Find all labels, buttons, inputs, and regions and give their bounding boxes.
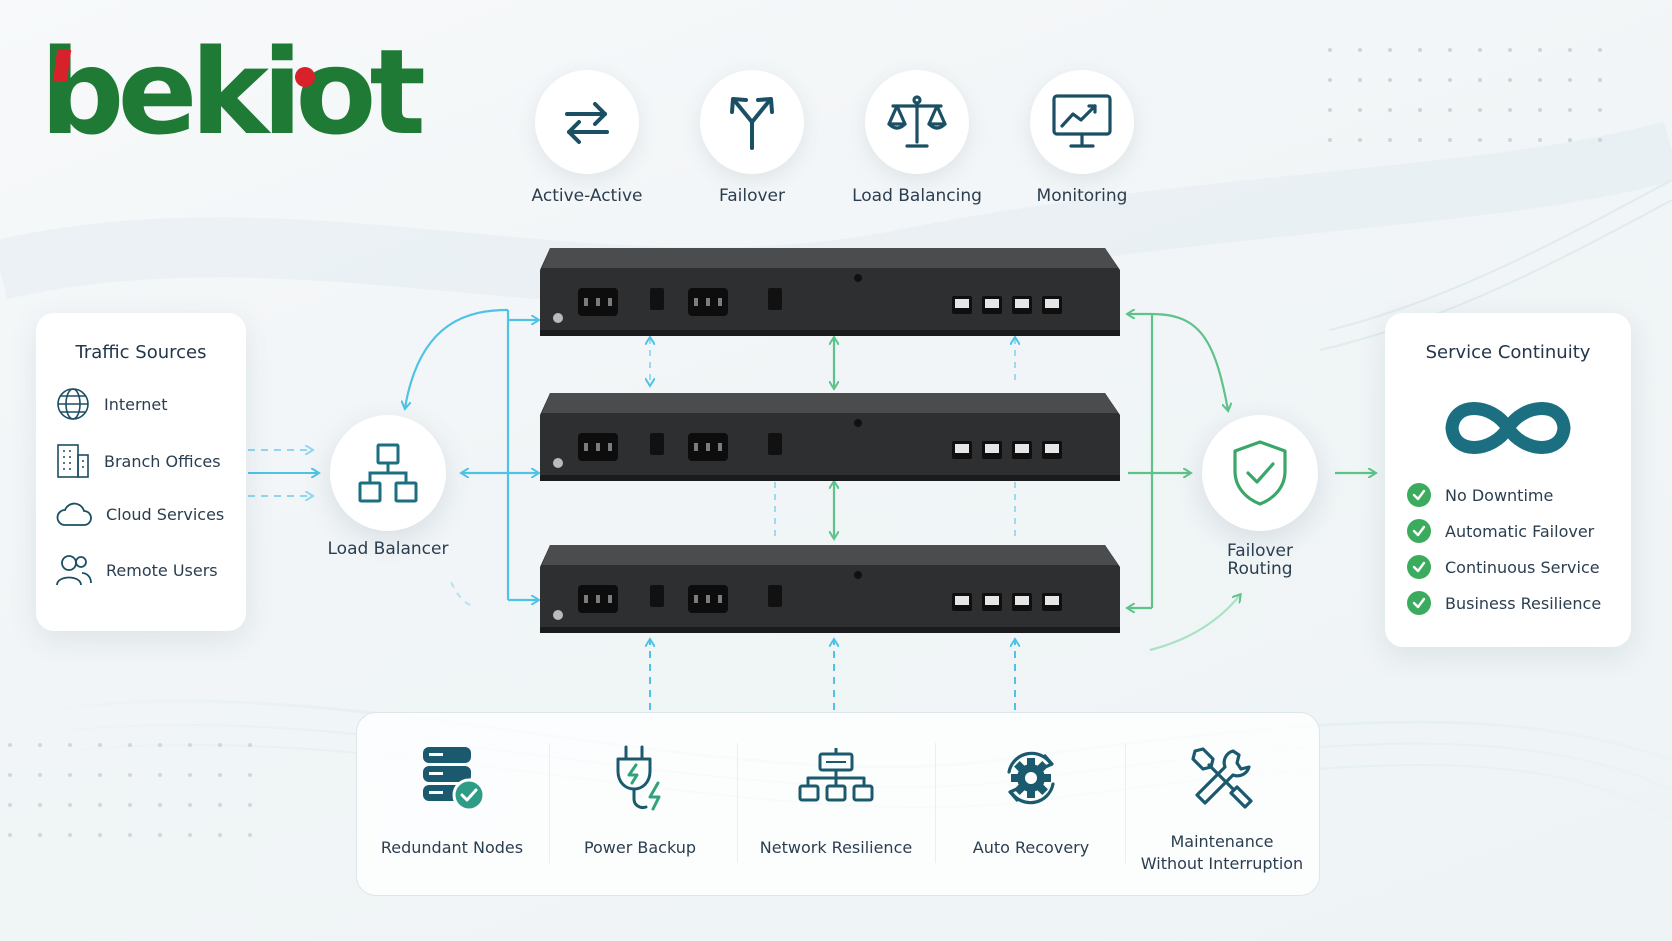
- divider: [549, 743, 550, 863]
- source-label: Remote Users: [106, 560, 218, 580]
- source-label: Branch Offices: [104, 451, 221, 471]
- feature-network-resilience: Network Resilience: [741, 733, 931, 859]
- gear-refresh-icon: [1007, 751, 1055, 805]
- failover-routing-label: Failover Routing: [1190, 542, 1330, 578]
- monitor-chart-icon: [1030, 70, 1134, 174]
- feature-redundant-nodes: Redundant Nodes: [357, 733, 547, 859]
- infinity-icon: [1445, 402, 1571, 454]
- source-branch-offices: Branch Offices: [56, 443, 221, 479]
- scales-icon: [865, 70, 969, 174]
- fork-arrows-icon: [700, 70, 804, 174]
- failover-routing-node: [1202, 415, 1318, 531]
- plug-bolt-icon: [616, 745, 661, 811]
- logo-red-dot: [295, 67, 315, 87]
- network-nodes-icon: [798, 748, 874, 802]
- server-node-1: [540, 248, 1120, 336]
- check-icon: [1407, 591, 1431, 615]
- continuity-item-no-downtime: No Downtime: [1407, 483, 1553, 507]
- continuity-item-label: Continuous Service: [1445, 557, 1600, 577]
- hierarchy-icon: [358, 443, 418, 503]
- bottom-feature-label: Redundant Nodes: [380, 838, 524, 857]
- source-label: Cloud Services: [106, 504, 225, 524]
- resilience-features-panel: Redundant Nodes Power Backup: [356, 712, 1320, 896]
- check-icon: [1407, 483, 1431, 507]
- divider: [935, 743, 936, 863]
- check-icon: [1407, 555, 1431, 579]
- building-icon: [57, 444, 89, 478]
- dot-pattern-top-right: [1328, 48, 1602, 142]
- bottom-feature-label: Network Resilience: [759, 838, 913, 857]
- feature-active-active: Active-Active: [502, 70, 672, 206]
- continuity-item-business-resilience: Business Resilience: [1407, 591, 1601, 615]
- dot-pattern-bottom-left: [8, 743, 252, 837]
- feature-label: Monitoring: [1036, 186, 1128, 206]
- feature-label: Load Balancing: [852, 186, 982, 206]
- continuity-item-label: No Downtime: [1445, 485, 1554, 505]
- globe-icon: [57, 388, 89, 420]
- feature-monitoring: Monitoring: [997, 70, 1167, 206]
- maintenance-label-line2: Without Interruption: [1140, 854, 1304, 873]
- wrench-screwdriver-icon: [1191, 747, 1253, 809]
- shield-check-icon: [1233, 440, 1287, 506]
- load-balancer-node: [330, 415, 446, 531]
- feature-failover: Failover: [667, 70, 837, 206]
- feature-label: Active-Active: [531, 186, 643, 206]
- continuity-item-label: Business Resilience: [1445, 593, 1602, 613]
- bottom-feature-label: Auto Recovery: [972, 838, 1090, 857]
- divider: [737, 743, 738, 863]
- continuity-item-label: Automatic Failover: [1445, 521, 1595, 541]
- feature-auto-recovery: Auto Recovery: [936, 733, 1126, 859]
- bekiot-logo: bekiot: [40, 33, 426, 160]
- traffic-sources-title: Traffic Sources: [75, 342, 207, 363]
- arrows-swap-icon: [535, 70, 639, 174]
- database-check-icon: [423, 747, 486, 812]
- traffic-sources-card: Traffic Sources Internet Branch Offices …: [36, 313, 246, 631]
- server-node-3: [540, 545, 1120, 633]
- continuity-item-continuous-service: Continuous Service: [1407, 555, 1600, 579]
- failover-routing-label-line1: Failover: [1227, 541, 1293, 561]
- logo-wordmark: bekiot: [40, 23, 426, 161]
- users-icon: [56, 555, 92, 586]
- source-cloud-services: Cloud Services: [56, 499, 224, 529]
- service-continuity-card: Service Continuity No Downtime Automatic…: [1385, 313, 1631, 647]
- feature-label: Failover: [719, 186, 785, 206]
- check-icon: [1407, 519, 1431, 543]
- feature-maintenance: Maintenance Without Interruption: [1127, 733, 1317, 875]
- divider: [1125, 743, 1126, 863]
- bottom-feature-label: Maintenance Without Interruption: [1127, 831, 1317, 875]
- server-node-2: [540, 393, 1120, 481]
- feature-load-balancing: Load Balancing: [832, 70, 1002, 206]
- service-continuity-title: Service Continuity: [1425, 342, 1591, 363]
- cloud-icon: [56, 502, 92, 526]
- bottom-feature-label: Power Backup: [583, 838, 697, 857]
- maintenance-label-line1: Maintenance: [1170, 832, 1274, 851]
- failover-routing-label-line2: Routing: [1227, 559, 1293, 579]
- continuity-item-automatic-failover: Automatic Failover: [1407, 519, 1594, 543]
- load-balancer-label: Load Balancer: [327, 539, 449, 559]
- feature-power-backup: Power Backup: [545, 733, 735, 859]
- source-remote-users: Remote Users: [56, 553, 218, 587]
- source-label: Internet: [104, 394, 168, 414]
- source-internet: Internet: [56, 387, 168, 421]
